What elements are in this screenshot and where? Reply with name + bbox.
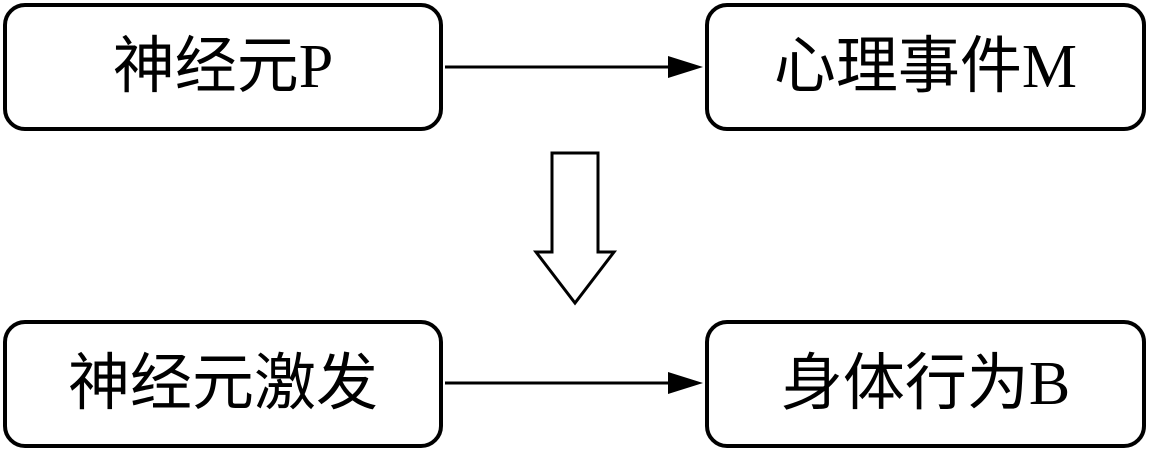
edge-firing-to-behavior <box>445 372 703 394</box>
node-neuron-firing: 神经元激发 <box>3 320 443 448</box>
arrowhead-icon <box>668 372 703 394</box>
node-neuron-p: 神经元P <box>3 3 443 131</box>
node-mental-event-m: 心理事件M <box>705 3 1146 131</box>
edge-p-to-m <box>445 56 703 78</box>
node-neuron-p-label: 神经元P <box>112 33 334 101</box>
arrowhead-icon <box>668 56 703 78</box>
node-body-behavior-b: 身体行为B <box>705 320 1146 448</box>
node-neuron-firing-label: 神经元激发 <box>67 350 378 418</box>
node-mental-event-m-label: 心理事件M <box>773 33 1078 101</box>
node-body-behavior-b-label: 身体行为B <box>780 350 1071 418</box>
down-block-arrow-icon <box>532 151 618 306</box>
